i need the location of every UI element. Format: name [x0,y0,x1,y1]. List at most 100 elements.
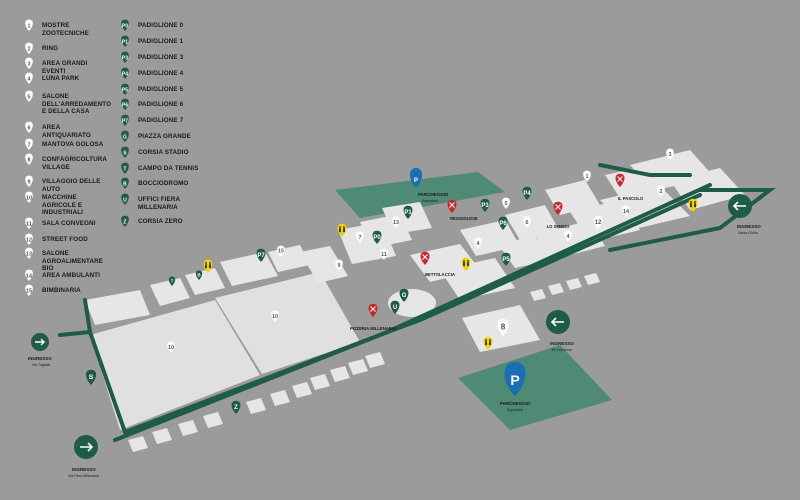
legend-label: SALA CONVEGNI [42,220,96,227]
svg-text:INGRESSO: INGRESSO [28,356,52,361]
legend-label: CAMPO DA TENNIS [138,165,199,172]
svg-text:B: B [123,181,127,187]
area-marker-10[interactable]: 10 [167,341,175,353]
pin-p7[interactable]: P7 [256,248,266,262]
svg-text:14: 14 [26,273,32,279]
map-pin-icon [498,216,508,230]
svg-text:Santa Giulia: Santa Giulia [738,231,758,235]
pin-u[interactable]: U [390,300,400,314]
map-pin-icon: P7 [121,114,129,126]
svg-text:5: 5 [505,201,508,207]
pin-p1[interactable]: P1 [403,205,413,219]
svg-text:B: B [197,272,200,277]
map-pin-icon [168,276,176,286]
pin-p5[interactable]: P5 [501,252,511,266]
map-pin-icon: 8 [25,153,33,165]
toilet-icon [203,259,213,273]
area-marker-6[interactable]: 6 [523,216,531,228]
entrance-via-togliatti[interactable]: INGRESSO Via Togliatti [28,333,52,367]
map-pin-icon [564,230,572,242]
legend-label: PADIGLIONE 0 [138,22,184,29]
area-marker-7[interactable]: 7 [356,231,364,243]
svg-text:1: 1 [27,23,30,29]
area-marker-3[interactable]: 3 [666,148,674,160]
pin-15[interactable]: 15 [277,245,285,257]
pin-z[interactable]: Z [231,400,241,414]
map-pin-icon: 15 [25,284,33,296]
entrance-via-fiera-millenaria[interactable]: INGRESSO Via Fiera Millenaria [68,435,99,478]
area-marker-4[interactable]: 4 [564,230,572,242]
area-marker-4[interactable]: 4 [474,237,482,249]
area-marker-2[interactable]: 2 [657,185,665,197]
fork-knife-icon [368,303,378,317]
area-marker-14[interactable]: 14 [622,205,630,217]
map-pin-icon: 11 [25,217,33,229]
parking-area-bottom [458,345,612,430]
restaurants-layer: REGGIOLESE LO SPIEDO IL PASCOLO BETTOLACCIA… [350,173,644,331]
fork-knife-icon [447,199,457,213]
pin-b[interactable]: B [195,270,203,281]
zone-10-west [90,300,260,430]
svg-text:P1: P1 [122,39,128,45]
svg-text:Z: Z [123,219,126,225]
restaurant-marker[interactable]: REGGIOLESE [447,199,478,221]
pin-g[interactable]: G [399,288,409,302]
legend-label: LUNA PARK [42,75,80,82]
map-pin-icon [403,205,413,219]
entrance-ex-convento[interactable]: INGRESSO Ex convento [546,310,574,352]
restaurant-marker[interactable]: IL PASCOLO [615,173,644,201]
svg-text:7: 7 [359,235,362,241]
legend-label: PADIGLIONE 6 [138,101,184,108]
entrance-santa-giulia[interactable]: INGRESSO Santa Giulia [728,194,761,235]
map-pin-icon [501,252,511,266]
pin-s[interactable]: S [85,369,97,385]
restaurant-marker[interactable]: LO SPIEDO [547,201,571,229]
parking-marker-bottom: P PARCHEGGIO Espositori [500,362,531,412]
area-marker-11[interactable]: 11 [380,248,388,260]
pin-p3[interactable]: P3 [480,198,490,212]
restaurant-label: LO SPIEDO [547,224,571,229]
area-marker-10[interactable]: 10 [271,310,279,322]
svg-text:P5: P5 [122,87,128,93]
svg-text:3: 3 [27,61,30,67]
legend-label: BOCCIODROMO [138,180,189,187]
svg-text:INGRESSO: INGRESSO [737,224,761,229]
map-pin-icon [372,230,382,244]
parking-top-subtitle: Espositori [422,199,438,203]
pin-12[interactable]: 12 [593,215,603,229]
restaurant-marker[interactable]: PIZZERIA MILLENARIA [350,303,396,331]
legend-item-b: B BOCCIODROMO [118,177,214,191]
svg-text:13: 13 [393,220,399,226]
pin-p4[interactable]: P4 [522,186,532,200]
area-marker-8[interactable]: 8 [497,318,509,336]
map-pin-icon: 14 [25,269,33,281]
pin-t[interactable]: T [168,276,176,287]
map-pin-icon [593,215,603,229]
area-marker-5[interactable]: 5 [502,197,510,209]
area-marker-13[interactable]: 13 [392,216,400,228]
pin-p0[interactable]: P0 [372,230,382,244]
svg-text:P0: P0 [122,23,128,29]
restaurant-label: IL PASCOLO [618,196,644,201]
map-pin-icon: 1 [25,19,33,31]
area-marker-1[interactable]: 1 [583,170,591,182]
legend-item-p0: P0 PADIGLIONE 0 [118,19,214,33]
legend-label: PIAZZA GRANDE [138,133,191,140]
map-pin-icon: 13 [25,247,33,259]
svg-text:10: 10 [272,314,278,320]
svg-text:T: T [171,278,174,283]
pin-p6[interactable]: P6 [498,216,508,230]
restaurant-marker[interactable]: BETTOLACCIA [420,251,455,277]
legend-label: VILLAGGIO DELLE AUTO [42,178,101,193]
map-pin-icon: 6 [25,121,33,133]
svg-text:12: 12 [595,220,602,226]
map-pin-icon [666,148,674,160]
map-pin-icon: Z [121,215,129,227]
area-marker-9[interactable]: 9 [335,259,343,271]
svg-text:1: 1 [586,174,589,180]
